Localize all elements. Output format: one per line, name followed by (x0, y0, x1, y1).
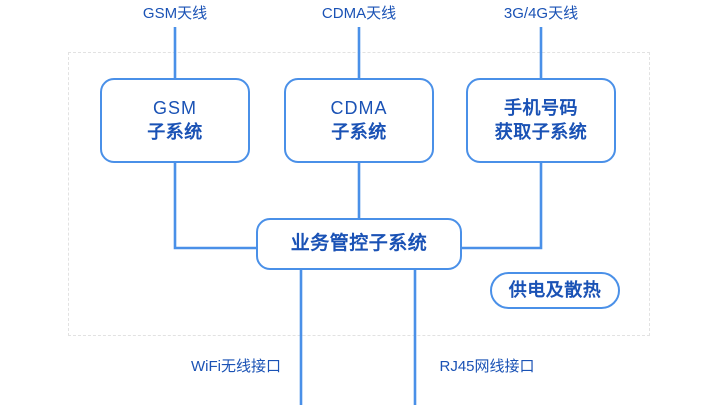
node-gsm-line2: 子系统 (147, 121, 203, 142)
node-phone-line2: 获取子系统 (494, 121, 588, 142)
node-power-and-cooling[interactable]: 供电及散热 (490, 272, 620, 309)
node-business-control-subsystem[interactable]: 业务管控子系统 (256, 218, 462, 270)
node-power-label: 供电及散热 (508, 279, 602, 300)
node-gsm-subsystem[interactable]: GSM 子系统 (100, 78, 250, 163)
node-cdma-line1: CDMA (330, 97, 388, 118)
node-gsm-line1: GSM (152, 97, 197, 118)
node-phone-line1: 手机号码 (504, 97, 578, 118)
label-rj45-interface: RJ45网线接口 (439, 358, 535, 375)
node-cdma-subsystem[interactable]: CDMA 子系统 (284, 78, 434, 163)
label-wifi-interface: WiFi无线接口 (191, 358, 281, 375)
node-core-label: 业务管控子系统 (290, 233, 428, 255)
label-gsm-antenna: GSM天线 (142, 5, 208, 22)
label-3g4g-antenna: 3G/4G天线 (503, 5, 579, 22)
node-phone-number-subsystem[interactable]: 手机号码 获取子系统 (466, 78, 616, 163)
node-cdma-line2: 子系统 (331, 121, 387, 142)
label-cdma-antenna: CDMA天线 (321, 5, 397, 22)
